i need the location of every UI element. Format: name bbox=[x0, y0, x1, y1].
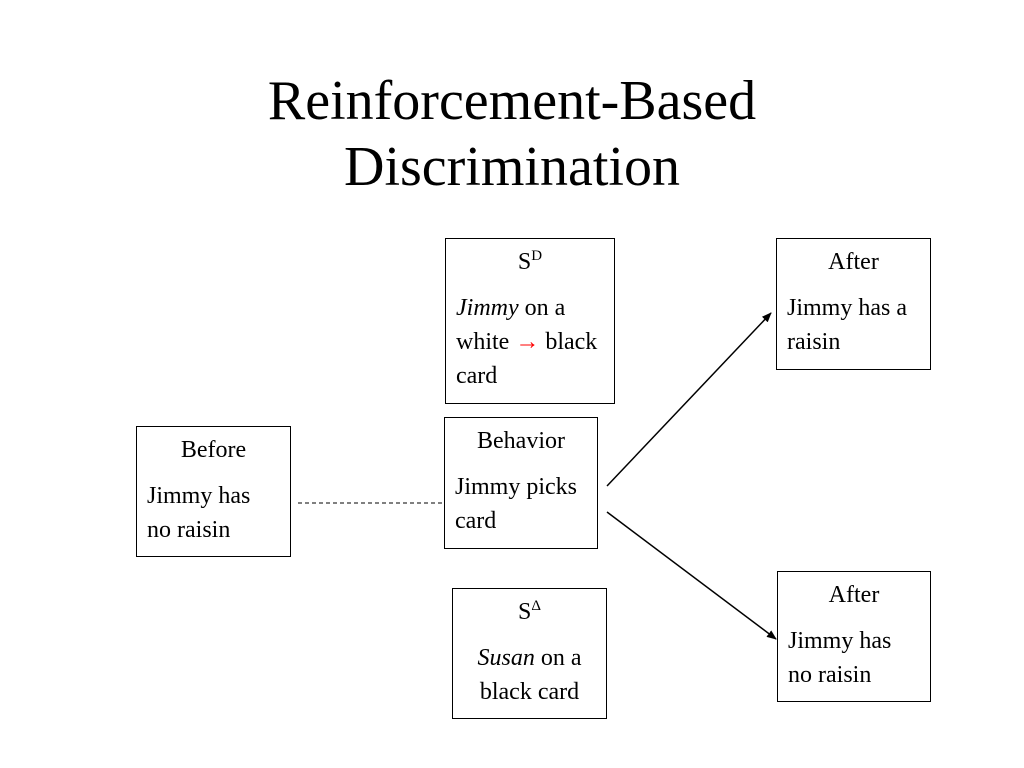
before-description: Jimmy has no raisin bbox=[147, 483, 251, 543]
red-arrow-icon: → bbox=[515, 329, 540, 355]
after-top-description: Jimmy has a raisin bbox=[787, 295, 907, 355]
behavior-heading: Behavior bbox=[477, 428, 565, 454]
sdelta-subject: Susan bbox=[477, 645, 535, 671]
slide-title-line-1: Reinforcement-Based bbox=[267, 70, 757, 132]
arrow-behavior-to-after-bottom bbox=[606, 511, 777, 640]
sd-label: SD bbox=[517, 248, 543, 276]
slide-title-line-2: Discrimination bbox=[344, 136, 680, 198]
after-top-box: After Jimmy has a raisin bbox=[776, 238, 931, 370]
after-bottom-description: Jimmy has no raisin bbox=[788, 628, 892, 688]
sdelta-superscript: Δ bbox=[531, 598, 541, 614]
before-heading: Before bbox=[180, 437, 247, 463]
sd-subject: Jimmy bbox=[456, 295, 519, 321]
sd-superscript: D bbox=[531, 248, 543, 264]
sdelta-description: Susan on a black card bbox=[477, 645, 582, 705]
behavior-description: Jimmy picks card bbox=[455, 474, 578, 534]
before-box: Before Jimmy has no raisin bbox=[136, 426, 291, 557]
after-bottom-heading: After bbox=[828, 582, 880, 608]
sd-description: Jimmy on a white → black card bbox=[456, 295, 598, 389]
arrow-behavior-to-after-top bbox=[606, 312, 772, 487]
behavior-box: Behavior Jimmy picks card bbox=[444, 417, 598, 549]
sd-box: SD Jimmy on a white → black card bbox=[445, 238, 615, 404]
after-top-heading: After bbox=[828, 249, 879, 275]
after-bottom-box: After Jimmy has no raisin bbox=[777, 571, 931, 702]
sdelta-label: SΔ bbox=[517, 598, 541, 626]
sdelta-box: SΔ Susan on a black card bbox=[452, 588, 607, 719]
slide-title: Reinforcement-Based Discrimination bbox=[0, 68, 1024, 200]
